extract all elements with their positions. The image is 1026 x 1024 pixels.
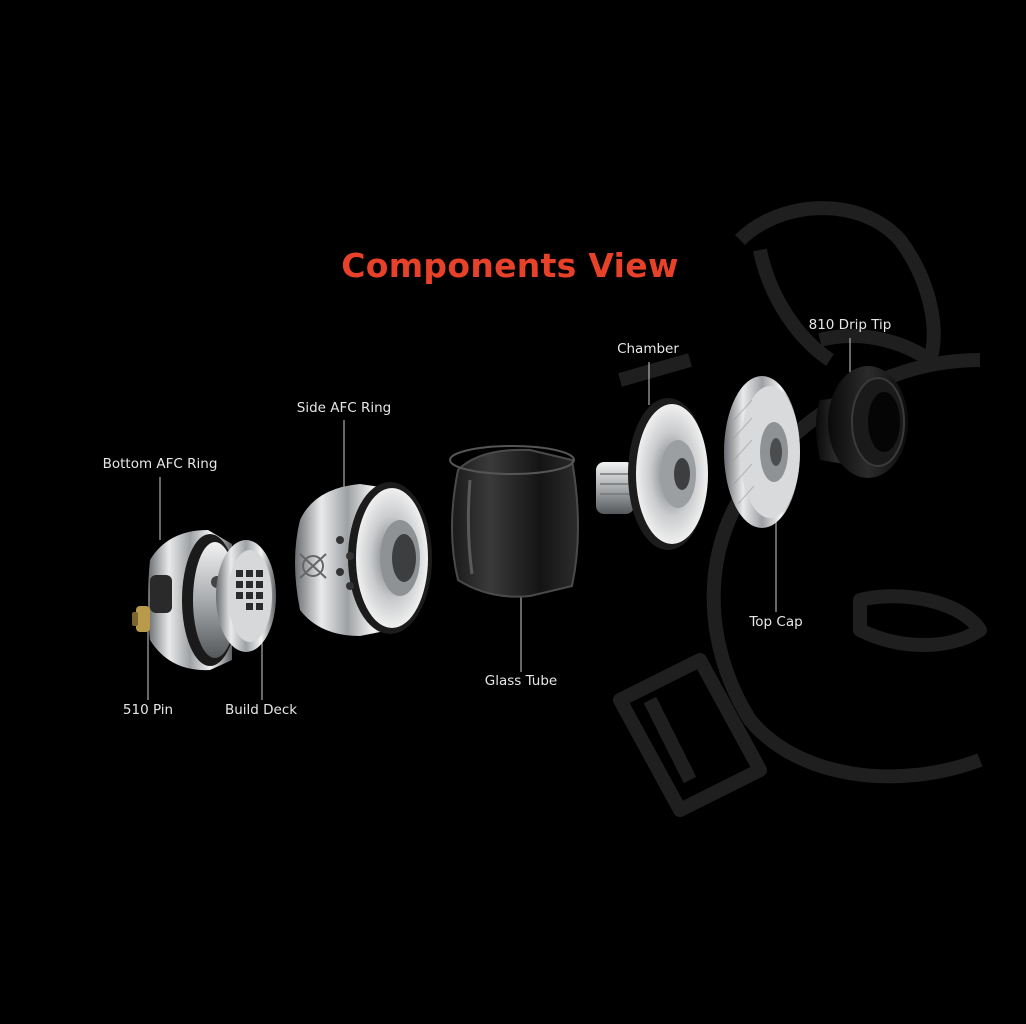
build-deck-part bbox=[216, 540, 276, 652]
label-bottom-afc-ring: Bottom AFC Ring bbox=[102, 456, 218, 472]
label-chamber: Chamber bbox=[617, 341, 679, 357]
chamber-part bbox=[596, 398, 708, 550]
label-510-pin: 510 Pin bbox=[122, 702, 174, 718]
glass-tube-part bbox=[449, 445, 579, 598]
label-drip-tip: 810 Drip Tip bbox=[808, 317, 892, 333]
label-top-cap: Top Cap bbox=[749, 614, 803, 630]
label-side-afc-ring: Side AFC Ring bbox=[296, 400, 392, 416]
top-cap-part bbox=[724, 376, 800, 528]
callout-lines bbox=[147, 338, 851, 700]
page-title: Components View bbox=[341, 246, 679, 285]
pin-510-part bbox=[132, 606, 150, 632]
side-afc-ring-part bbox=[295, 482, 432, 636]
drip-tip-part bbox=[816, 366, 908, 478]
label-glass-tube: Glass Tube bbox=[484, 673, 558, 689]
label-build-deck: Build Deck bbox=[224, 702, 298, 718]
